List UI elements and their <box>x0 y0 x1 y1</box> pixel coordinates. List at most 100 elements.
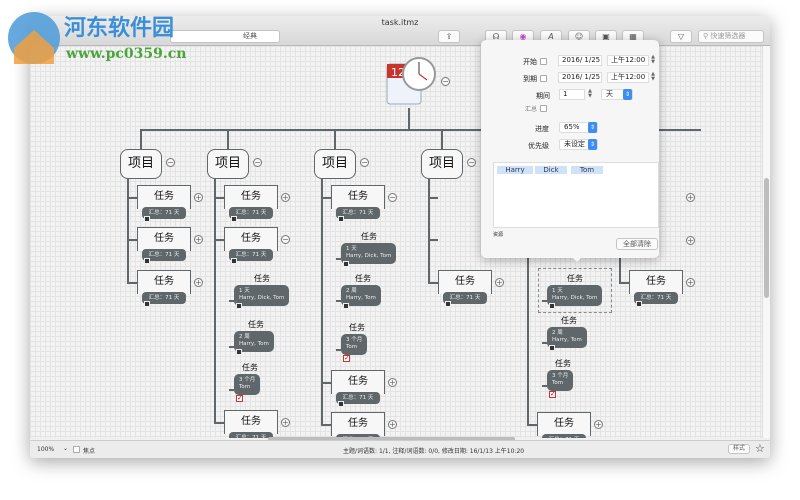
expand-icon[interactable]: + <box>388 378 397 387</box>
expand-icon[interactable]: + <box>281 418 290 427</box>
due-time-stepper[interactable]: ▲▼ <box>651 71 655 82</box>
expand-icon[interactable]: + <box>686 236 695 245</box>
expand-icon[interactable]: + <box>686 278 695 287</box>
expand-icon[interactable]: + <box>281 193 290 202</box>
zoom-dropdown-icon[interactable]: ⌄ <box>63 445 69 452</box>
expand-icon[interactable]: + <box>495 278 504 287</box>
collapse-icon[interactable]: − <box>281 235 290 244</box>
share-button[interactable]: ⇪ <box>438 30 460 43</box>
connector-line <box>127 239 137 241</box>
connector-line <box>229 346 234 348</box>
subtask-label[interactable]: 任务 <box>555 359 571 368</box>
start-date-field[interactable]: 2016/ 1/25 <box>558 55 602 66</box>
task-node[interactable]: 任务 <box>438 270 492 294</box>
task-node[interactable]: 任务 <box>224 227 278 251</box>
subtask-duration: 2 周 <box>552 330 563 336</box>
color-button[interactable]: ◉ <box>512 30 534 43</box>
resource-tag[interactable]: Tom <box>571 166 603 174</box>
subtask-label[interactable]: 任务 <box>361 232 377 241</box>
due-time-field[interactable]: 上午12:00 <box>607 72 649 83</box>
start-time-stepper[interactable]: ▲▼ <box>651 54 655 65</box>
star-icon[interactable]: ☆ <box>755 442 765 455</box>
subtask-label[interactable]: 任务 <box>248 320 264 329</box>
selection-box[interactable] <box>538 268 612 313</box>
expand-icon[interactable]: + <box>594 420 603 429</box>
filter-button[interactable]: ▽ <box>670 30 692 43</box>
project-node[interactable]: 项目 <box>421 149 463 179</box>
duration-unit-select[interactable]: 天⇕ <box>601 89 633 100</box>
expand-icon[interactable]: + <box>194 235 203 244</box>
duration-field[interactable]: 1 <box>559 89 585 100</box>
style-select[interactable]: 经典 <box>170 30 280 43</box>
style-button[interactable]: 样式 <box>728 444 750 454</box>
collapse-icon[interactable]: − <box>360 158 369 167</box>
clear-all-button[interactable]: 全部清除 <box>616 238 658 250</box>
task-node[interactable]: 任务 <box>137 185 191 209</box>
collapse-icon[interactable]: − <box>253 158 262 167</box>
resources-field[interactable]: Harry Dick Tom <box>493 162 659 228</box>
task-node[interactable]: 任务 <box>537 412 591 436</box>
calendar-clock-icon[interactable]: 12 <box>385 56 437 108</box>
focus-checkbox[interactable] <box>73 446 80 453</box>
vertical-scroll-thumb[interactable] <box>764 178 769 298</box>
subtask-label[interactable]: 任务 <box>561 316 577 325</box>
app-window: task.itmz 经典 ⇪ ☊ ◉ A ☺ ▣ ▦ ▽ ⚲ 快速筛选器 12 … <box>30 16 770 458</box>
expand-icon[interactable]: + <box>194 193 203 202</box>
resource-tag[interactable]: Dick <box>535 166 567 174</box>
duration-stepper[interactable]: ▲▼ <box>588 88 592 99</box>
task-node[interactable]: 任务 <box>224 185 278 209</box>
done-checkbox-icon[interactable]: ✓ <box>236 394 243 402</box>
subtask-label[interactable]: 任务 <box>254 274 270 283</box>
horizontal-scroll-thumb[interactable] <box>268 437 515 441</box>
connector-line <box>542 385 547 387</box>
expand-icon[interactable]: + <box>194 278 203 287</box>
select-arrows-icon: ⇕ <box>623 89 632 100</box>
subtask-label[interactable]: 任务 <box>355 274 371 283</box>
start-time-field[interactable]: 上午12:00 <box>607 55 649 66</box>
task-node[interactable]: 任务 <box>331 185 385 209</box>
vertical-scrollbar[interactable] <box>762 46 770 438</box>
done-checkbox-icon[interactable]: ✓ <box>343 354 350 362</box>
subtask-label[interactable]: 任务 <box>567 274 583 283</box>
task-node[interactable]: 任务 <box>331 370 385 394</box>
expand-icon[interactable]: + <box>686 193 695 202</box>
priority-select[interactable]: 未设定⇕ <box>559 139 598 150</box>
task-node[interactable]: 任务 <box>137 270 191 294</box>
project-node[interactable]: 项目 <box>120 149 162 179</box>
task-node[interactable]: 任务 <box>224 410 278 434</box>
task-node[interactable]: 任务 <box>331 412 385 436</box>
zoom-level[interactable]: 100% <box>37 446 55 453</box>
due-label: 到期 <box>523 75 537 83</box>
note-icon <box>236 349 242 355</box>
progress-select[interactable]: 65%⇕ <box>559 122 598 133</box>
rollup-checkbox[interactable] <box>540 105 547 112</box>
collapse-icon[interactable]: − <box>166 158 175 167</box>
connector-line <box>127 197 137 199</box>
connector-line <box>334 129 336 149</box>
collapse-icon[interactable]: − <box>388 193 397 202</box>
task-node[interactable]: 任务 <box>137 227 191 251</box>
project-node[interactable]: 项目 <box>314 149 356 179</box>
resource-tag[interactable]: Harry <box>497 166 533 174</box>
search-input[interactable]: ⚲ 快速筛选器 <box>698 30 764 43</box>
done-checkbox-icon[interactable]: ✓ <box>549 390 556 398</box>
collapse-icon[interactable]: − <box>467 158 476 167</box>
collapse-root-icon[interactable]: − <box>441 77 450 86</box>
subtask-label[interactable]: 任务 <box>242 363 258 372</box>
task-node[interactable]: 任务 <box>629 270 683 294</box>
project-node[interactable]: 项目 <box>207 149 249 179</box>
due-date-field[interactable]: 2016/ 1/25 <box>558 72 602 83</box>
subtask-label[interactable]: 任务 <box>349 323 365 332</box>
expand-icon[interactable]: + <box>388 420 397 429</box>
start-checkbox[interactable] <box>540 58 547 65</box>
due-checkbox[interactable] <box>540 75 547 82</box>
